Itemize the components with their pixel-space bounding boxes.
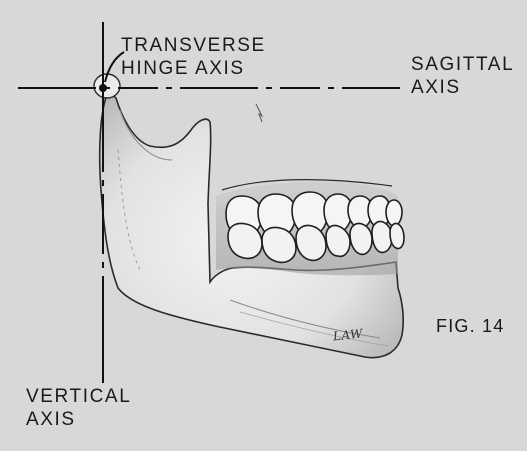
figure-number: FIG. 14 (436, 315, 504, 338)
stray-mark (256, 104, 262, 122)
sagittal-axis-label: SAGITTAL AXIS (411, 53, 514, 99)
vertical-label-line1: VERTICAL (26, 385, 131, 408)
sagittal-label-line2: AXIS (411, 76, 514, 99)
vertical-label-line2: AXIS (26, 408, 131, 431)
transverse-hinge-axis-label: TRANSVERSE HINGE AXIS (121, 34, 266, 80)
transverse-label-line1: TRANSVERSE (121, 34, 266, 57)
transverse-label-line2: HINGE AXIS (121, 57, 266, 80)
sagittal-label-line1: SAGITTAL (411, 53, 514, 76)
vertical-axis-label: VERTICAL AXIS (26, 385, 131, 431)
